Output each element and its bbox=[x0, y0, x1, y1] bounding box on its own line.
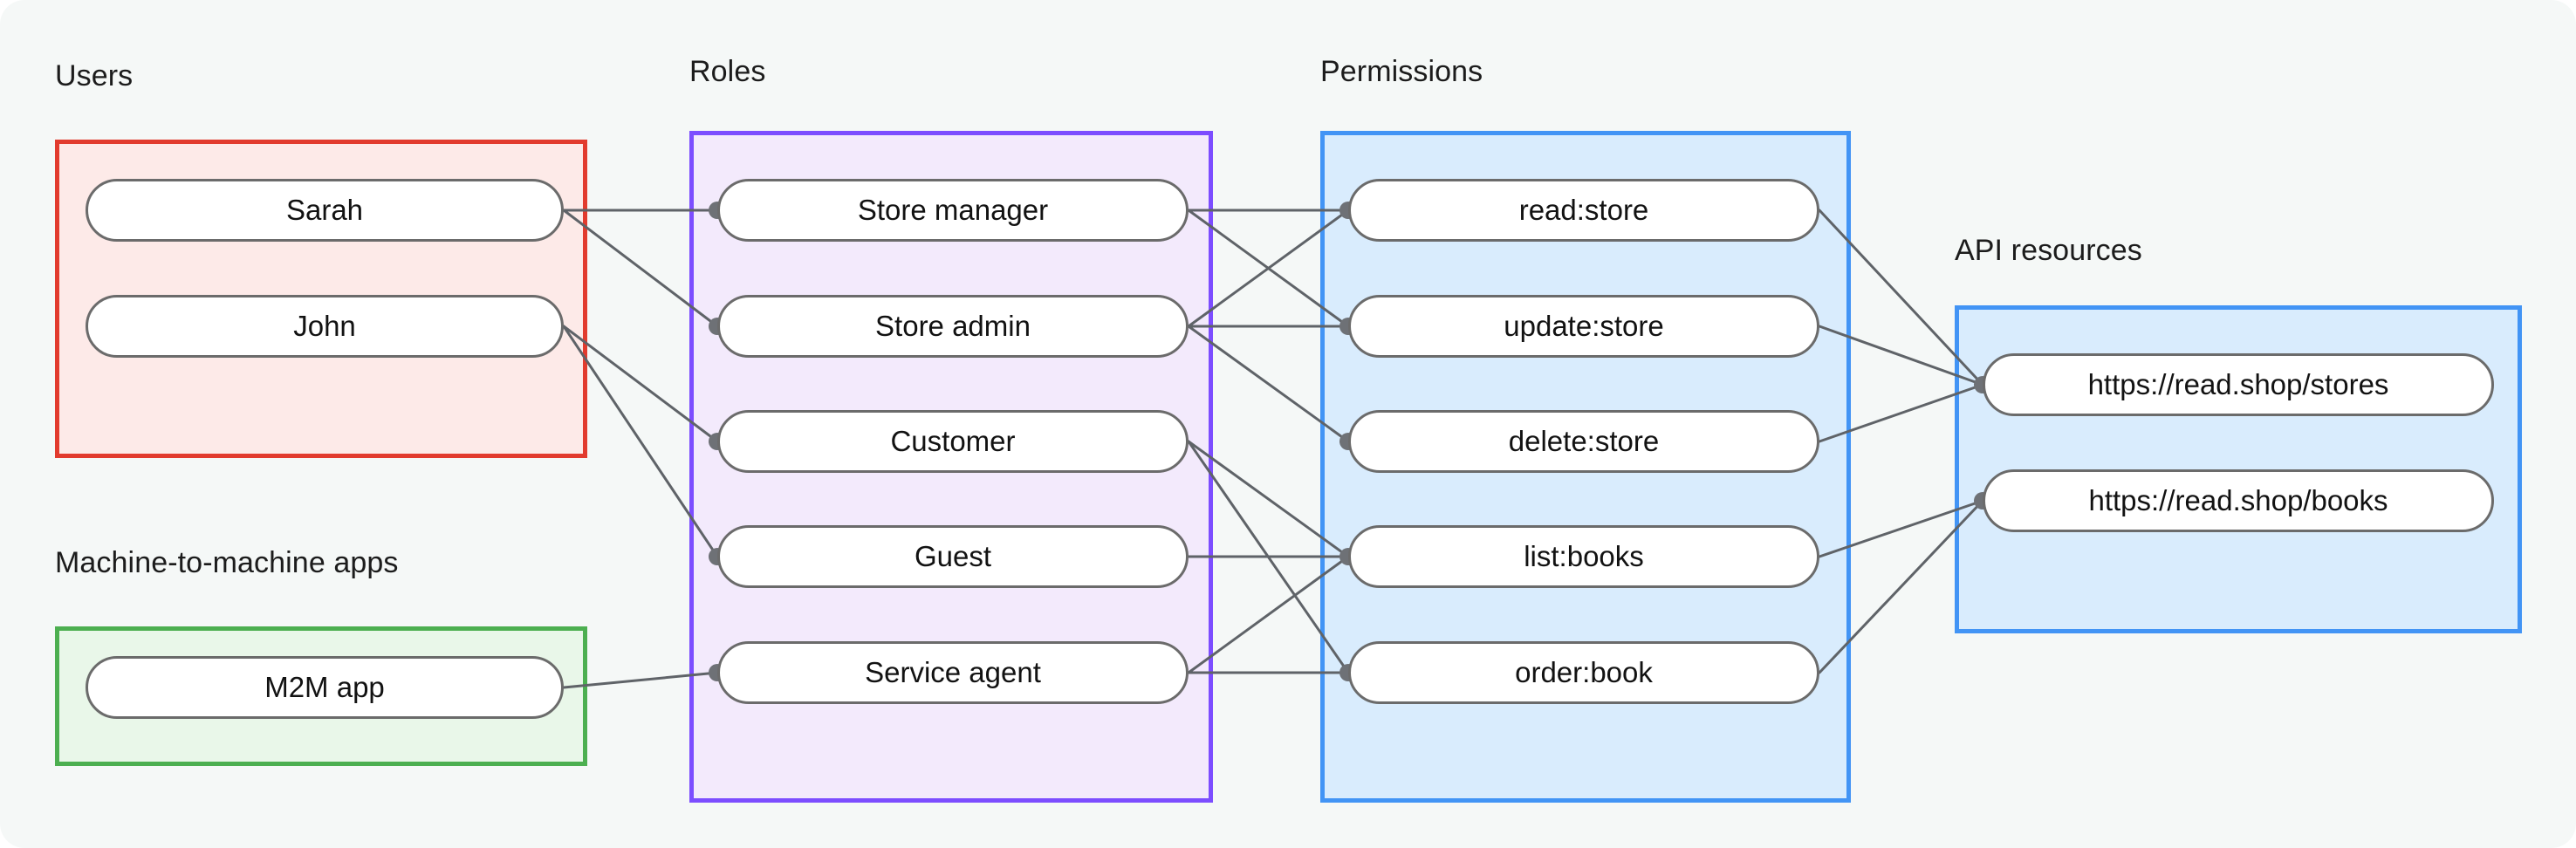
node-label-m2mapp: M2M app bbox=[264, 671, 385, 703]
node-label-list_books: list:books bbox=[1524, 540, 1644, 572]
node-res_stores[interactable]: https://read.shop/stores bbox=[1983, 353, 2494, 416]
node-service_agent[interactable]: Service agent bbox=[717, 641, 1189, 704]
group-label-roles: Roles bbox=[689, 55, 766, 88]
node-label-customer: Customer bbox=[890, 425, 1016, 457]
group-label-users: Users bbox=[55, 59, 134, 92]
group-label-m2m: Machine-to-machine apps bbox=[55, 546, 399, 579]
node-label-store_admin: Store admin bbox=[875, 310, 1031, 342]
node-guest[interactable]: Guest bbox=[717, 525, 1189, 588]
node-customer[interactable]: Customer bbox=[717, 410, 1189, 473]
node-label-guest: Guest bbox=[914, 540, 992, 572]
node-label-delete_store: delete:store bbox=[1508, 425, 1660, 457]
node-john[interactable]: John bbox=[86, 295, 564, 358]
node-store_admin[interactable]: Store admin bbox=[717, 295, 1189, 358]
node-store_manager[interactable]: Store manager bbox=[717, 179, 1189, 242]
node-label-res_stores: https://read.shop/stores bbox=[2087, 368, 2389, 400]
group-label-api: API resources bbox=[1955, 234, 2142, 267]
node-list_books[interactable]: list:books bbox=[1348, 525, 1819, 588]
node-label-sarah: Sarah bbox=[285, 194, 364, 226]
node-order_book[interactable]: order:book bbox=[1348, 641, 1819, 704]
node-res_books[interactable]: https://read.shop/books bbox=[1983, 469, 2494, 532]
node-label-read_store: read:store bbox=[1518, 194, 1649, 226]
node-label-store_manager: Store manager bbox=[857, 194, 1049, 226]
node-label-update_store: update:store bbox=[1504, 310, 1664, 342]
node-m2mapp[interactable]: M2M app bbox=[86, 656, 564, 719]
node-delete_store[interactable]: delete:store bbox=[1348, 410, 1819, 473]
node-label-order_book: order:book bbox=[1515, 656, 1653, 688]
node-update_store[interactable]: update:store bbox=[1348, 295, 1819, 358]
node-read_store[interactable]: read:store bbox=[1348, 179, 1819, 242]
node-label-john: John bbox=[293, 310, 356, 342]
node-sarah[interactable]: Sarah bbox=[86, 179, 564, 242]
node-label-res_books: https://read.shop/books bbox=[2088, 484, 2388, 516]
node-label-service_agent: Service agent bbox=[865, 656, 1041, 688]
group-label-permissions: Permissions bbox=[1320, 55, 1483, 88]
